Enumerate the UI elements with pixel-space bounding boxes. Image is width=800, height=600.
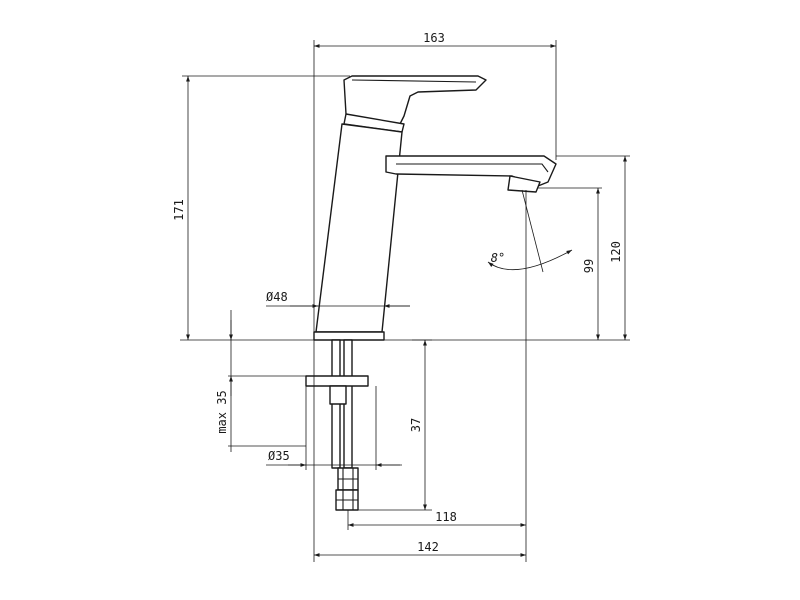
label-hose-length: 37: [409, 418, 423, 432]
dimension-lines: [186, 44, 627, 557]
mounting-nut-body: [329, 385, 347, 405]
extension-lines: [180, 40, 630, 562]
aerator: [507, 175, 541, 193]
label-shank-diameter: Ø35: [268, 449, 290, 463]
faucet-outline: [305, 75, 557, 511]
mounting-nut: [305, 375, 369, 387]
label-deck-thickness: max 35: [215, 390, 229, 433]
label-spray-angle: 8°: [491, 251, 505, 265]
base-plate: [313, 331, 385, 341]
spray-angle-ray: [521, 189, 544, 273]
label-body-diameter: Ø48: [266, 290, 288, 304]
label-overall-width: 163: [423, 31, 445, 45]
label-spout-clearance: 99: [582, 259, 596, 273]
label-overall-height: 171: [172, 199, 186, 221]
dimension-labels: 163 171 120 99 8° Ø48 max 35 Ø35 37 118 …: [172, 31, 623, 554]
label-base-to-outlet: 142: [417, 540, 439, 554]
label-spout-height: 120: [609, 241, 623, 263]
faucet-body: [315, 123, 403, 333]
lever-handle-edge: [351, 79, 477, 83]
hose-fitting-hex-lines: [336, 468, 358, 510]
spray-angle-arc: [487, 249, 573, 271]
spout-inner-edge: [396, 163, 549, 173]
label-spout-reach: 118: [435, 510, 457, 524]
